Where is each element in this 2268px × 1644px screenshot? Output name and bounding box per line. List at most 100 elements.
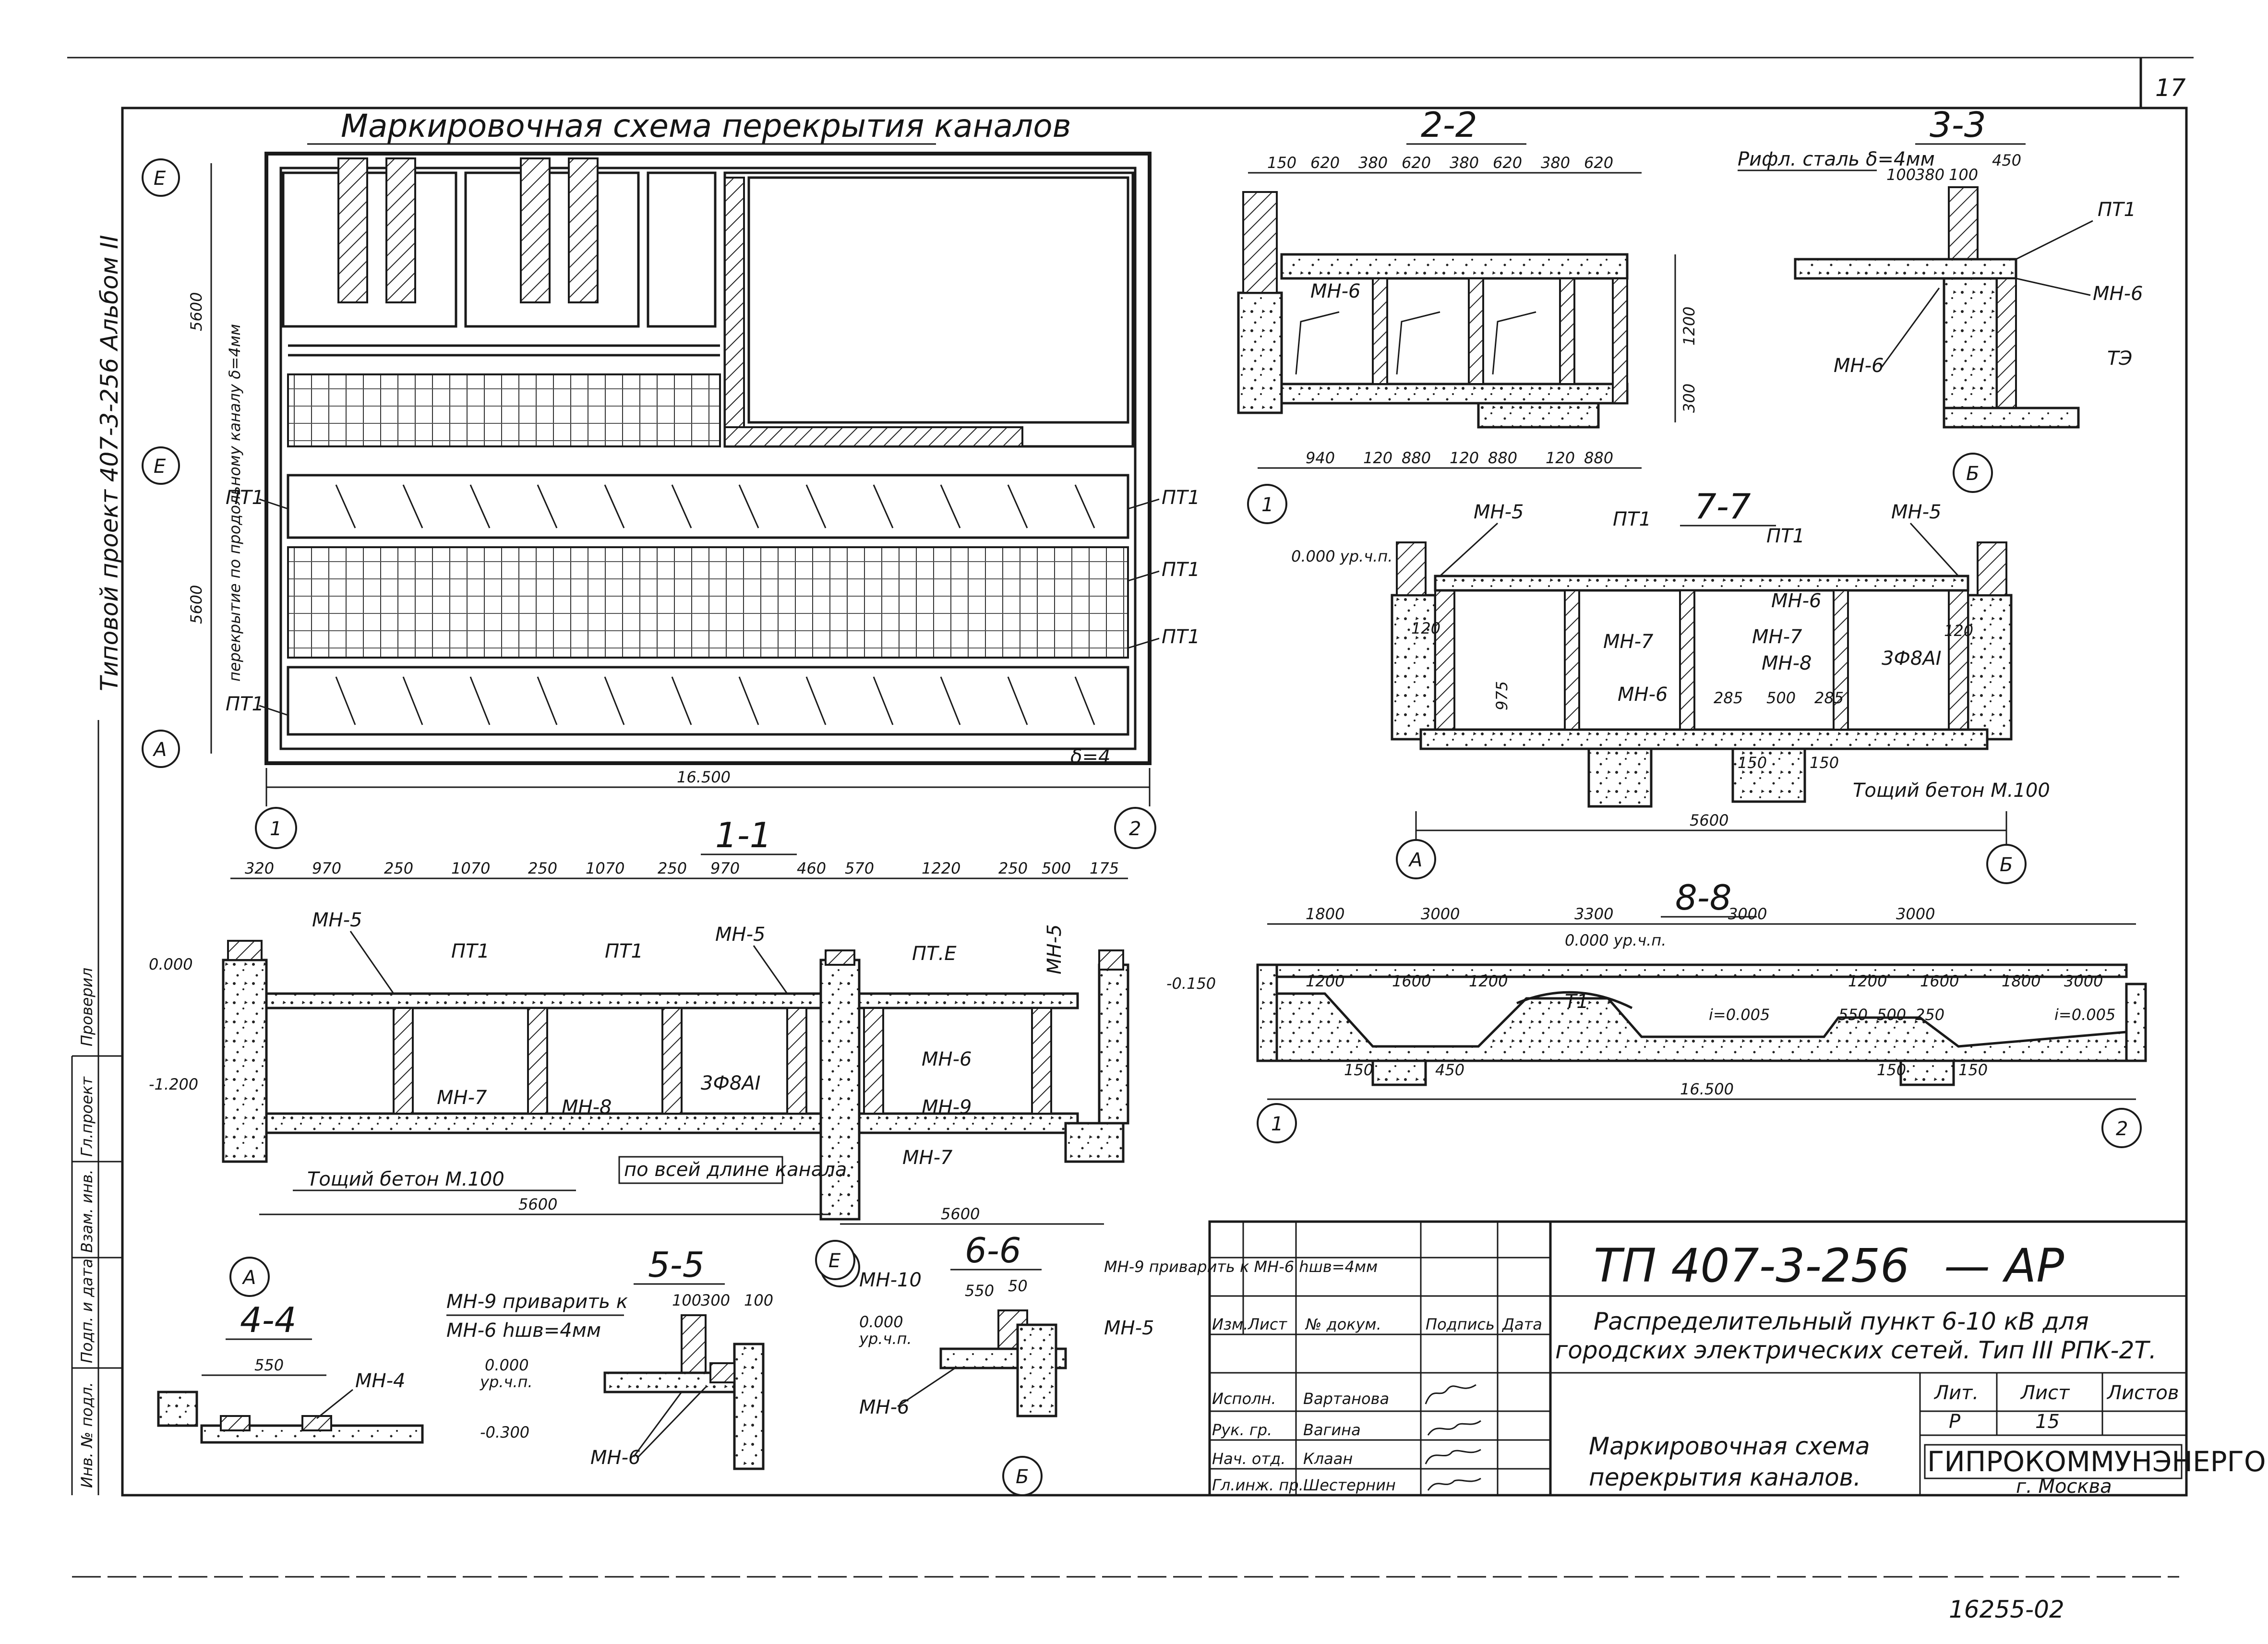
sec77-label-rebar: 3Ф8АI: [1882, 648, 1942, 670]
sec44-label: МН-4: [355, 1370, 405, 1392]
sec55-label: МН-6: [590, 1447, 640, 1469]
sec11-dim-top-6: 250: [658, 859, 687, 877]
sec66-level: 0.000: [859, 1313, 903, 1331]
plan-slab-marks: [335, 484, 1095, 725]
sec11-dim-top-4: 250: [528, 859, 557, 877]
sec66-level-note: ур.ч.п.: [859, 1330, 912, 1348]
sec22-dim-top-3: 620: [1402, 154, 1431, 172]
tb-name-3: Шестернин: [1303, 1476, 1396, 1494]
side-label-3: Подп. и дата: [78, 1259, 96, 1363]
sec88-dim-inner-2: 1200: [1469, 972, 1508, 990]
plan-dim-width: 16.500: [677, 768, 731, 786]
sec88-dim-total: 16.500: [1680, 1080, 1734, 1098]
sec22-dim-bottom-1: 120: [1363, 449, 1392, 467]
tb-role-3: Гл.инж. пр.: [1212, 1476, 1304, 1494]
sec33-title: 3-3: [1930, 105, 1986, 145]
tb-header-date: Дата: [1501, 1315, 1542, 1333]
section-1-1: 1-1 320 970 250 1070 250 1070 250 970 46…: [149, 815, 1216, 1297]
sec66-axis-e: Е: [828, 1250, 841, 1272]
sec55-note-1: МН-9 приварить к: [446, 1291, 628, 1313]
sec55-level-2: -0.300: [480, 1423, 529, 1441]
sec88-dim-inner-4: 1600: [1920, 972, 1959, 990]
sec33-label-pt1: ПТ1: [2098, 199, 2136, 221]
tb-signature-3: [1427, 1477, 1481, 1491]
sec11-label-mn5-a: МН-5: [312, 909, 362, 931]
sec11-label-rebar: 3Ф8АI: [701, 1072, 761, 1094]
sec22-dim-top-6: 380: [1541, 154, 1570, 172]
sec11-dim-top-9: 570: [845, 859, 874, 877]
sec11-dim-top-12: 500: [1042, 859, 1071, 877]
sec88-dim-top-0: 1800: [1306, 905, 1344, 923]
side-label-0: Гл.проект: [78, 1076, 96, 1157]
sec33-label-mn6-a: МН-6: [2093, 283, 2143, 305]
sec55-title: 5-5: [648, 1245, 705, 1285]
sec33-dim-3: 450: [1992, 151, 2021, 169]
sec77-dim-0: 120: [1411, 619, 1440, 637]
section-7-7: 7-7 0.000 ур.ч.п. МН-5 ПТ1 ПТ1 МН-5 МН-7…: [1291, 486, 2050, 884]
tb-sheets-header: Листов: [2106, 1382, 2179, 1404]
sec11-label-pte: ПТ.Е: [912, 943, 957, 965]
sec22-dim-bottom-6: 880: [1584, 449, 1613, 467]
sec11-label-mn5-c: МН-5: [1044, 924, 1066, 974]
sec11-dim-top-1: 970: [312, 859, 341, 877]
sec77-label-mn5-a: МН-5: [1474, 501, 1524, 523]
plan-axis-left-2: А: [152, 739, 167, 761]
sec11-axis-a: А: [241, 1267, 256, 1289]
section-5-5: 5-5 МН-9 приварить к МН-6 hшв=4мм 100 30…: [446, 1245, 773, 1470]
sec88-dim-bottom-3: 500: [1877, 1006, 1906, 1024]
tb-role-0: Исполн.: [1212, 1390, 1276, 1408]
sec77-label-pt1-a: ПТ1: [1613, 508, 1651, 530]
sec11-dim-top-3: 1070: [451, 859, 490, 877]
sec88-dim-top-3: 3000: [1728, 905, 1767, 923]
sec66-label-mn5: МН-5: [1104, 1317, 1154, 1339]
sec11-dim-total-2: 5600: [941, 1205, 980, 1223]
sec77-dim-3: 500: [1766, 689, 1796, 707]
org-name: ГИПРОКОММУНЭНЕРГО: [1927, 1445, 2266, 1478]
section-8-8: 8-8 1800 3000 3300 3000 3000 0.000 ур.ч.…: [1256, 877, 2147, 1148]
sec11-dim-total-1: 5600: [518, 1195, 557, 1213]
sec22-dim-bottom-2: 880: [1402, 449, 1431, 467]
sec11-dim-top-13: 175: [1090, 859, 1119, 877]
sec88-dim-top-4: 3000: [1896, 905, 1935, 923]
sec11-dim-top-11: 250: [998, 859, 1028, 877]
sec88-title: 8-8: [1675, 877, 1732, 918]
tb-header-doc: № докум.: [1305, 1315, 1381, 1333]
sec22-dim-side-1: 300: [1680, 384, 1698, 413]
tb-name-0: Вартанова: [1303, 1390, 1389, 1408]
plan-label-pt1-c: ПТ1: [1162, 487, 1200, 509]
sec77-dim-total: 5600: [1690, 811, 1728, 829]
sec88-dim-bottom-5: 150: [1877, 1061, 1906, 1079]
tb-sheet-value: 15: [2035, 1411, 2060, 1433]
sec55-level-1: 0.000: [485, 1356, 529, 1374]
sheet-frame: 17 16255-02: [67, 57, 2194, 1623]
sec33-dim-2: 100: [1949, 166, 1978, 184]
sec88-label-t1: Т1: [1565, 991, 1589, 1013]
tb-lit-header: Лит.: [1933, 1382, 1979, 1404]
sec11-dim-top-8: 460: [797, 859, 826, 877]
sec66-title: 6-6: [965, 1230, 1021, 1271]
sec77-dim-2: 285: [1714, 689, 1743, 707]
sec11-dims-top: 320 970 250 1070 250 1070 250 970 460 57…: [245, 859, 1119, 877]
section-2-2: 2-2 150 620 380 620 380 620 380 620 МН-6…: [1237, 105, 1698, 524]
sec77-label-pt1-b: ПТ1: [1766, 525, 1805, 547]
sec11-label-mn8: МН-8: [562, 1096, 612, 1118]
sec55-dim-2: 100: [744, 1291, 773, 1309]
plan-note-steel: δ=4: [1070, 746, 1110, 768]
sec11-label-mn7: МН-7: [437, 1087, 487, 1109]
sec77-level: 0.000 ур.ч.п.: [1291, 547, 1392, 565]
sec88-dim-bottom-6: 150: [1958, 1061, 1988, 1079]
org-city: г. Москва: [2016, 1476, 2112, 1498]
sec77-label-mn5-b: МН-5: [1891, 501, 1941, 523]
sec22-label-mn6: МН-6: [1310, 280, 1360, 302]
sec11-dim-top-7: 970: [710, 859, 740, 877]
tb-sheet-header: Лист: [2020, 1382, 2070, 1404]
sec22-dim-top-7: 620: [1584, 154, 1613, 172]
sec22-dims-bottom: 940 120 880 120 880 120 880: [1306, 449, 1613, 467]
sec22-dims-top: 150 620 380 620 380 620 380 620: [1267, 154, 1613, 172]
sec22-dim-top-4: 380: [1450, 154, 1479, 172]
sec77-dim-5: 150: [1738, 754, 1767, 772]
sec77-dim-6: 150: [1810, 754, 1839, 772]
project-title-2: городских электрических сетей. Тип III Р…: [1555, 1336, 2157, 1364]
sec11-note-length: по всей длине канала: [624, 1159, 847, 1181]
